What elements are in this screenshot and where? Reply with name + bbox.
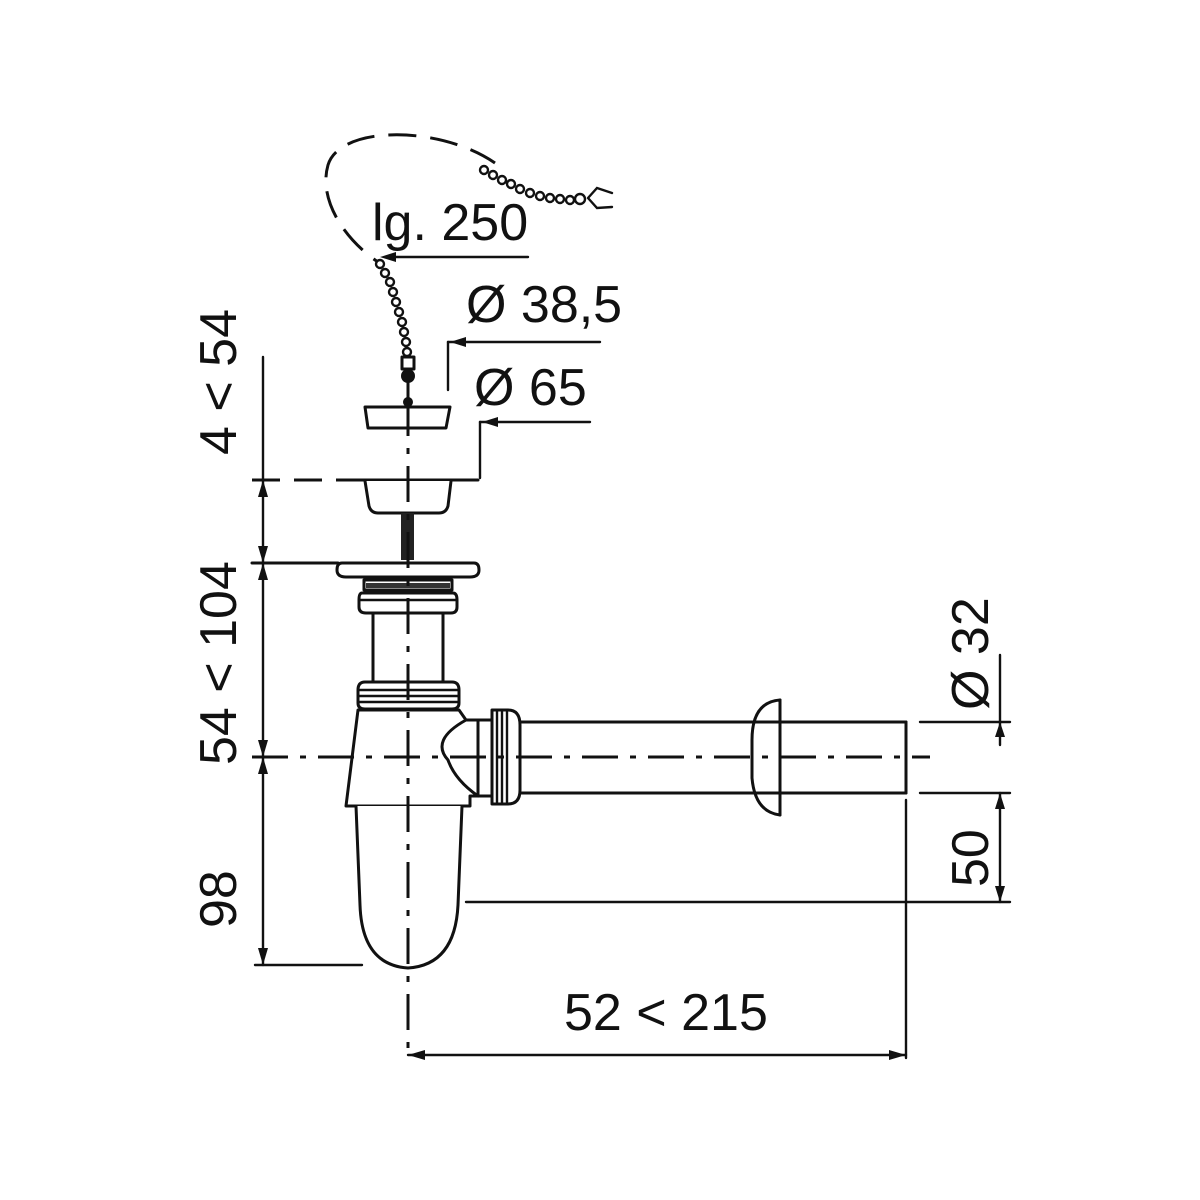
tailpiece-range-label: 54 < 104 (190, 561, 248, 765)
chain-length-label: lg. 250 (372, 194, 528, 252)
plug-diameter-label: Ø 38,5 (466, 276, 622, 334)
plug-height-range-label: 4 < 54 (190, 309, 248, 455)
trap-body-icon (344, 680, 522, 970)
flange-diameter-label: Ø 65 (474, 359, 587, 417)
outlet-length-range-label: 52 < 215 (564, 984, 768, 1042)
outlet-offset-label: 50 (942, 829, 1000, 887)
dimension-lines (253, 252, 1012, 1060)
tailpiece-icon (371, 611, 445, 684)
centerlines (250, 400, 930, 1060)
chain-icon (324, 133, 614, 407)
trap-depth-label: 98 (190, 870, 248, 928)
outlet-diameter-label: Ø 32 (942, 597, 1000, 710)
